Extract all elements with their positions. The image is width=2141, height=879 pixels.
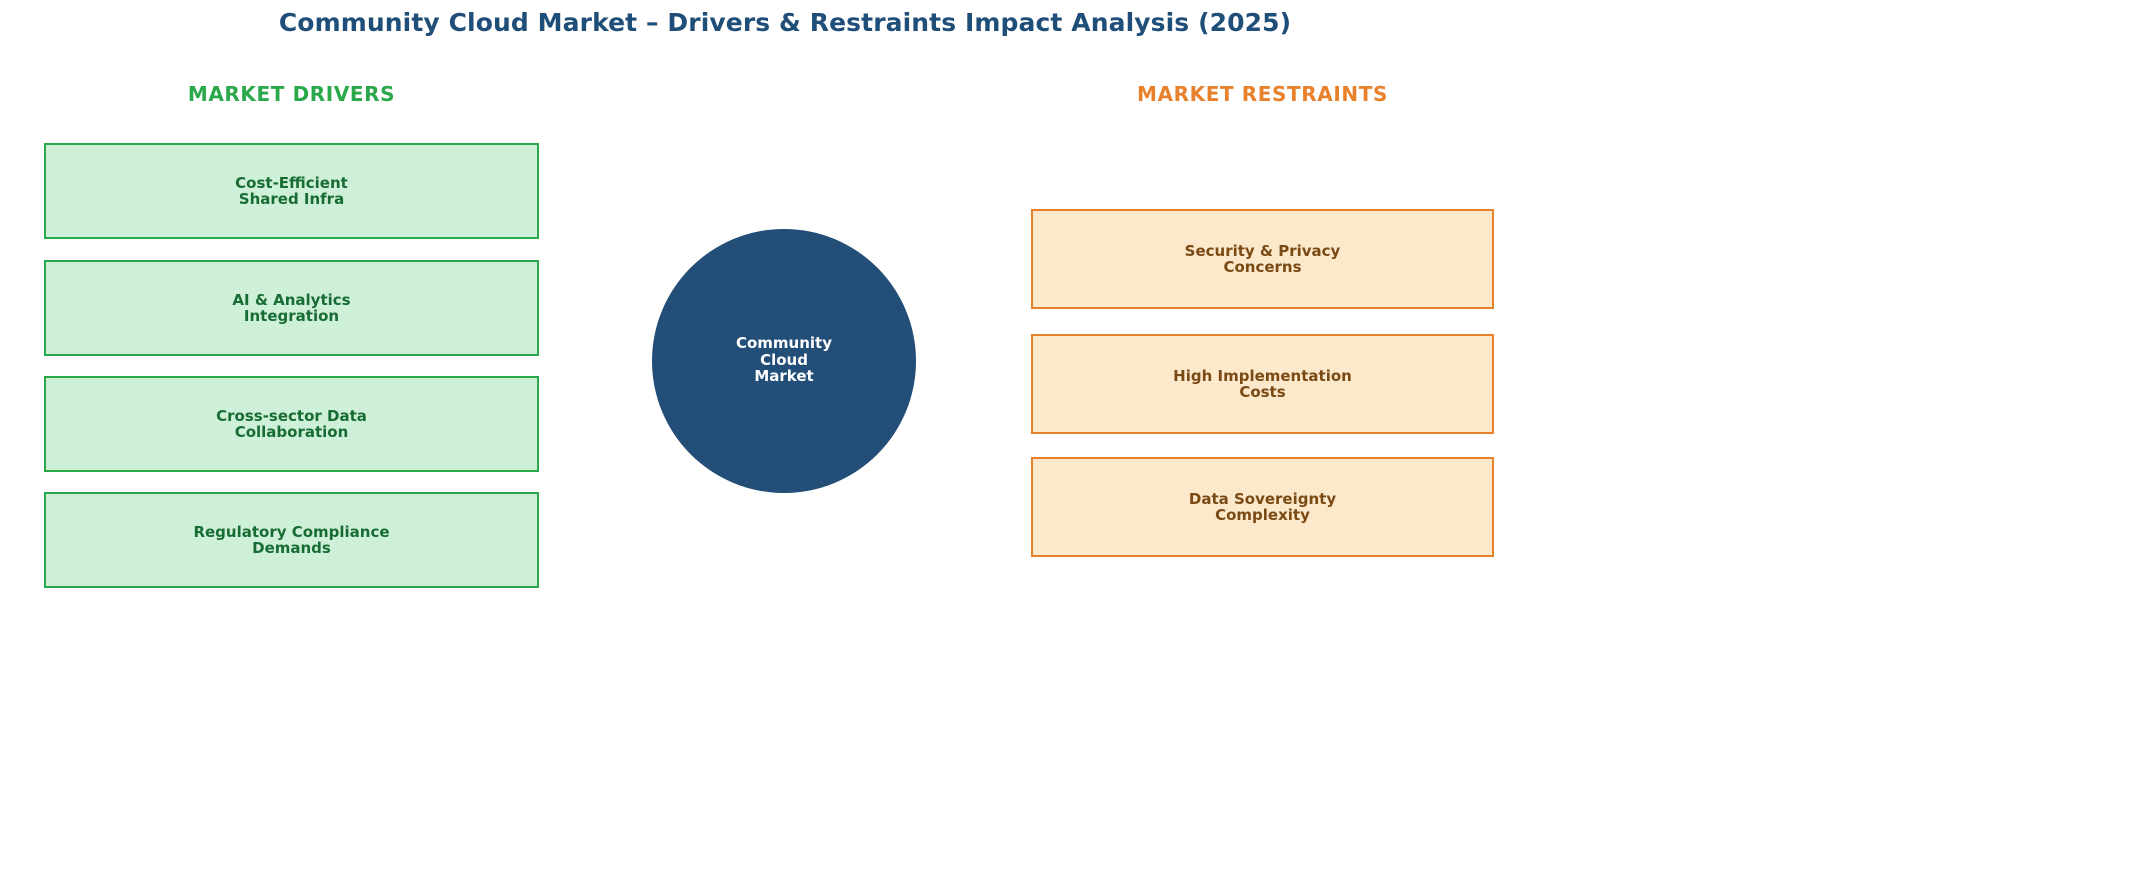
driver-box-2[interactable]: AI & Analytics Integration bbox=[44, 260, 539, 356]
center-hub-circle[interactable]: Community Cloud Market bbox=[652, 229, 916, 493]
restraint-box-2-label: High Implementation Costs bbox=[1173, 366, 1352, 401]
driver-box-2-label: AI & Analytics Integration bbox=[232, 290, 351, 325]
restraint-box-3-label: Data Sovereignty Complexity bbox=[1188, 489, 1337, 524]
restraint-box-1[interactable]: Security & Privacy Concerns bbox=[1031, 209, 1494, 309]
center-hub-label: Community Cloud Market bbox=[735, 333, 833, 386]
page-title: Community Cloud Market – Drivers & Restr… bbox=[278, 8, 1292, 37]
driver-box-4-label: Regulatory Compliance Demands bbox=[193, 522, 390, 557]
column-heading-drivers: MARKET DRIVERS bbox=[187, 82, 396, 106]
restraint-box-2[interactable]: High Implementation Costs bbox=[1031, 334, 1494, 434]
driver-box-1-label: Cost-Efficient Shared Infra bbox=[235, 173, 348, 208]
driver-box-3[interactable]: Cross-sector Data Collaboration bbox=[44, 376, 539, 472]
driver-box-4[interactable]: Regulatory Compliance Demands bbox=[44, 492, 539, 588]
restraint-box-1-label: Security & Privacy Concerns bbox=[1184, 241, 1341, 276]
driver-box-1[interactable]: Cost-Efficient Shared Infra bbox=[44, 143, 539, 239]
restraint-box-3[interactable]: Data Sovereignty Complexity bbox=[1031, 457, 1494, 557]
driver-box-3-label: Cross-sector Data Collaboration bbox=[216, 406, 367, 441]
column-heading-restraints: MARKET RESTRAINTS bbox=[1137, 82, 1388, 106]
